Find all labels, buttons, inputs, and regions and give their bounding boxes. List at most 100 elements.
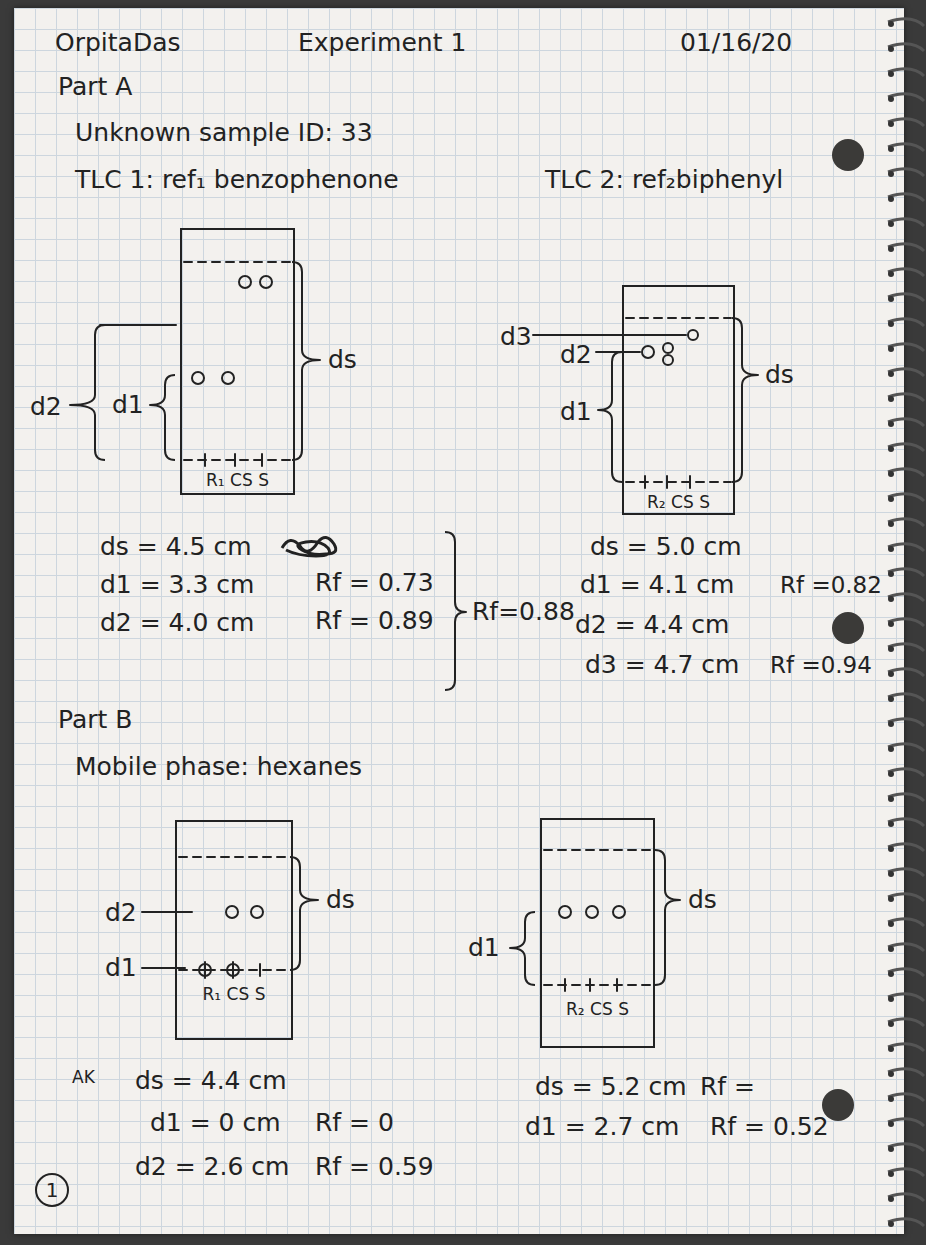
measurement: d1 = 2.7 cm bbox=[525, 1112, 679, 1142]
spiral-hole bbox=[888, 946, 894, 952]
spiral-coil bbox=[888, 894, 924, 901]
spiral-coil bbox=[888, 1219, 924, 1226]
origin-tick bbox=[689, 476, 691, 488]
spiral-coil bbox=[888, 694, 924, 701]
spiral-coil bbox=[888, 794, 924, 801]
spiral-coil bbox=[888, 444, 924, 451]
leader-line bbox=[142, 911, 192, 913]
spiral-coil bbox=[888, 669, 924, 676]
spiral-hole bbox=[888, 21, 894, 27]
measurement: Rf = 0.89 bbox=[315, 606, 434, 636]
spiral-coil bbox=[888, 844, 924, 851]
lane-labels: R₂ CS S bbox=[542, 999, 653, 1019]
page-number: 1 bbox=[44, 1175, 60, 1205]
spiral-coil bbox=[888, 869, 924, 876]
spiral-coil bbox=[888, 469, 924, 476]
spiral-hole bbox=[888, 821, 894, 827]
origin-tick bbox=[644, 476, 646, 488]
tlc-spot bbox=[222, 372, 234, 384]
plate-title: TLC 2: ref₂biphenyl bbox=[545, 165, 783, 195]
spiral-hole bbox=[888, 371, 894, 377]
spiral-coil bbox=[888, 19, 924, 26]
spiral-hole bbox=[888, 221, 894, 227]
measurement: Rf = 0.59 bbox=[315, 1152, 434, 1182]
spiral-hole bbox=[888, 1221, 894, 1227]
measurement: d3 = 4.7 cm bbox=[585, 650, 739, 680]
curly-brace bbox=[290, 857, 318, 970]
spiral-hole bbox=[888, 346, 894, 352]
plate-title: TLC 1: ref₁ benzophenone bbox=[75, 165, 399, 195]
date: 01/16/20 bbox=[680, 28, 792, 58]
spiral-hole bbox=[888, 1071, 894, 1077]
spiral-hole bbox=[888, 921, 894, 927]
spiral-coil bbox=[888, 294, 924, 301]
spiral-coil bbox=[888, 1019, 924, 1026]
measurement: d1 = 4.1 cm bbox=[580, 570, 734, 600]
measurement: d2 bbox=[30, 392, 62, 422]
spiral-coil bbox=[888, 719, 924, 726]
spiral-coil bbox=[888, 44, 924, 51]
measurement: d2 = 4.4 cm bbox=[575, 610, 729, 640]
curly-brace bbox=[150, 375, 175, 460]
origin-tick bbox=[261, 454, 263, 466]
measurement: d2 = 2.6 cm bbox=[135, 1152, 289, 1182]
measurement: d1 bbox=[560, 397, 592, 427]
curly-brace bbox=[510, 912, 535, 985]
spiral-hole bbox=[888, 146, 894, 152]
spiral-coil bbox=[888, 1144, 924, 1151]
spiral-hole bbox=[888, 1196, 894, 1202]
curly-brace bbox=[598, 352, 622, 482]
spiral-hole bbox=[888, 96, 894, 102]
tlc-spot bbox=[663, 355, 673, 365]
spiral-coil bbox=[888, 569, 924, 576]
solvent-front bbox=[179, 856, 289, 858]
spiral-coil bbox=[888, 494, 924, 501]
spiral-hole bbox=[888, 721, 894, 727]
origin-tick bbox=[564, 979, 566, 991]
section-heading: Part B bbox=[58, 705, 132, 735]
measurement: Rf = bbox=[700, 1072, 755, 1102]
spiral-hole bbox=[888, 621, 894, 627]
spiral-coil bbox=[888, 144, 924, 151]
spiral-hole bbox=[888, 46, 894, 52]
spiral-hole bbox=[888, 671, 894, 677]
measurement: d1 bbox=[112, 390, 144, 420]
measurement: d3 bbox=[500, 322, 532, 352]
measurement: ds bbox=[328, 345, 357, 375]
spiral-hole bbox=[888, 1021, 894, 1027]
spiral-hole bbox=[888, 1146, 894, 1152]
tlc-spot bbox=[226, 906, 238, 918]
solvent-front bbox=[544, 849, 651, 851]
measurement: ds = 4.4 cm bbox=[135, 1066, 287, 1096]
curly-brace bbox=[655, 850, 680, 985]
spiral-coil bbox=[888, 69, 924, 76]
leader-line bbox=[100, 324, 176, 326]
tlc-spot bbox=[192, 372, 204, 384]
spiral-hole bbox=[888, 171, 894, 177]
spiral-coil bbox=[888, 169, 924, 176]
curly-brace bbox=[732, 318, 758, 482]
spiral-hole bbox=[888, 421, 894, 427]
scribble bbox=[282, 537, 336, 556]
spiral-coil bbox=[888, 369, 924, 376]
spiral-coil bbox=[888, 319, 924, 326]
measurement: ds bbox=[765, 360, 794, 390]
measurement: ds = 5.2 cm bbox=[535, 1072, 687, 1102]
spiral-coil bbox=[888, 1169, 924, 1176]
spiral-coil bbox=[888, 594, 924, 601]
measurement: d1 = 0 cm bbox=[150, 1108, 281, 1138]
solvent-front bbox=[626, 317, 731, 319]
spiral-hole bbox=[888, 71, 894, 77]
binder-hole bbox=[832, 612, 864, 644]
spiral-coil bbox=[888, 969, 924, 976]
spiral-hole bbox=[888, 396, 894, 402]
spiral-hole bbox=[888, 296, 894, 302]
measurement: ds = 5.0 cm bbox=[590, 532, 742, 562]
lane-labels: R₂ CS S bbox=[624, 492, 733, 512]
spiral-hole bbox=[888, 471, 894, 477]
spiral-hole bbox=[888, 121, 894, 127]
spiral-coil bbox=[888, 519, 924, 526]
spiral-coil bbox=[888, 994, 924, 1001]
spiral-coil bbox=[888, 919, 924, 926]
leader-line bbox=[533, 334, 686, 336]
